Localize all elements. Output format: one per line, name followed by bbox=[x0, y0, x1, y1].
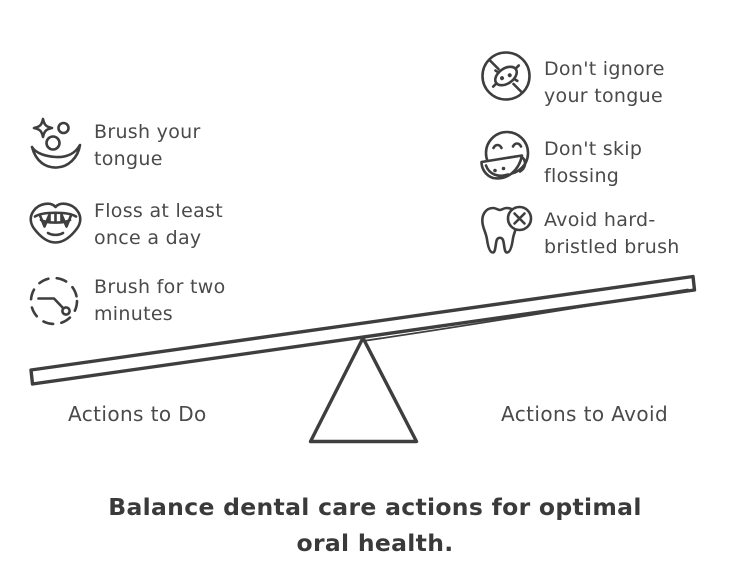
do-item-brush-tongue-line1: Brush your bbox=[94, 121, 201, 143]
timer-icon bbox=[29, 276, 79, 326]
sparkles-tongue-icon bbox=[30, 117, 82, 169]
no-bacteria-icon bbox=[481, 51, 531, 101]
do-item-floss bbox=[26, 195, 85, 250]
do-item-two-minutes bbox=[26, 271, 84, 329]
do-item-brush-tongue-label: Brush your tongue bbox=[94, 119, 201, 173]
avoid-item-hard-brush bbox=[477, 201, 534, 261]
avoid-item-hard-brush-line2: bristled brush bbox=[544, 236, 680, 258]
avoid-item-ignore-tongue-label: Don't ignore your tongue bbox=[544, 56, 665, 110]
avoid-item-ignore-tongue-line1: Don't ignore bbox=[544, 58, 665, 80]
tooth-crossed-icon bbox=[481, 205, 533, 254]
actions-to-do-label: Actions to Do bbox=[68, 402, 207, 426]
avoid-item-ignore-tongue bbox=[478, 48, 534, 104]
avoid-item-skip-flossing-line2: flossing bbox=[544, 165, 620, 187]
caption-line1: Balance dental care actions for optimal bbox=[108, 493, 642, 521]
do-item-brush-tongue-line2: tongue bbox=[94, 148, 163, 170]
do-item-brush-tongue bbox=[30, 116, 82, 170]
avoid-item-skip-flossing-line1: Don't skip bbox=[544, 138, 643, 160]
smiley-eating-icon bbox=[480, 130, 530, 180]
avoid-item-ignore-tongue-line2: your tongue bbox=[544, 85, 663, 107]
caption-line2: oral health. bbox=[296, 529, 454, 557]
avoid-item-hard-brush-line1: Avoid hard- bbox=[544, 209, 656, 231]
avoid-item-skip-flossing bbox=[478, 129, 533, 184]
caption: Balance dental care actions for optimal … bbox=[0, 489, 750, 561]
avoid-item-hard-brush-label: Avoid hard- bristled brush bbox=[544, 207, 680, 261]
do-item-floss-line2: once a day bbox=[94, 227, 202, 249]
do-item-two-minutes-line1: Brush for two bbox=[94, 276, 226, 298]
do-item-two-minutes-label: Brush for two minutes bbox=[94, 274, 226, 328]
seesaw-fulcrum-triangle bbox=[308, 336, 419, 444]
seesaw-beam bbox=[29, 274, 697, 386]
avoid-item-skip-flossing-label: Don't skip flossing bbox=[544, 136, 642, 190]
do-item-two-minutes-line2: minutes bbox=[94, 303, 174, 325]
mouth-fangs-icon bbox=[29, 202, 82, 244]
do-item-floss-label: Floss at least once a day bbox=[94, 198, 223, 252]
do-item-floss-line1: Floss at least bbox=[94, 200, 223, 222]
actions-to-avoid-label: Actions to Avoid bbox=[501, 402, 669, 426]
seesaw-beam-sketch-line bbox=[362, 288, 689, 342]
